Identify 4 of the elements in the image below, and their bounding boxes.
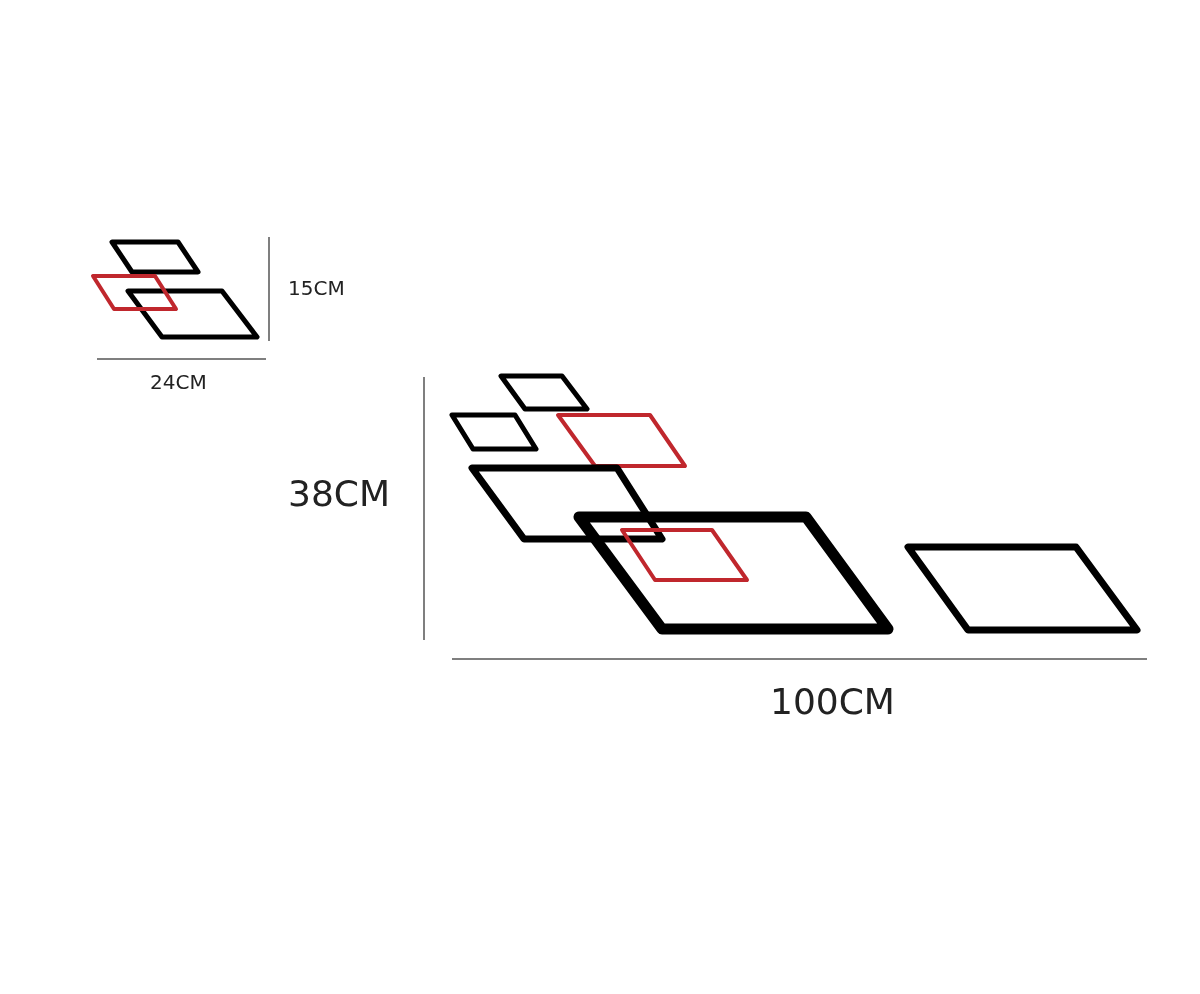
dimension-label: 15CM	[288, 278, 345, 298]
dimension-label: 100CM	[770, 684, 895, 720]
dimension-label: 38CM	[288, 476, 390, 512]
dimension-label: 24CM	[150, 372, 207, 392]
